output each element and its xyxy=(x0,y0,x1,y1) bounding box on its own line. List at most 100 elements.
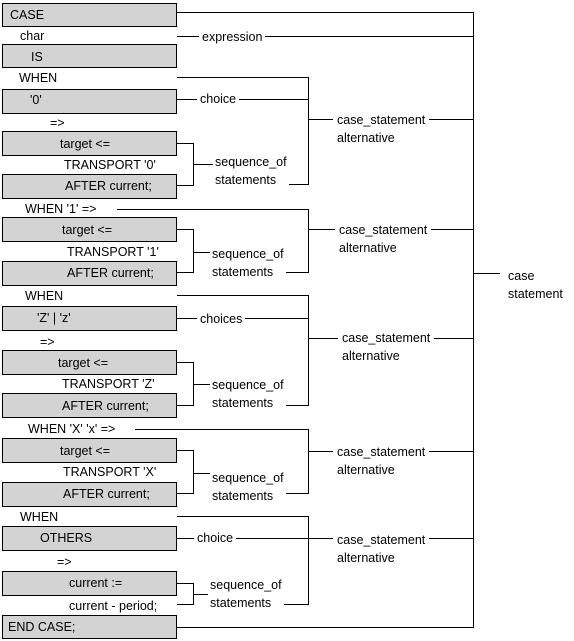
after-current-1-text: AFTER current; xyxy=(65,179,152,193)
case-statement-alternative-label-3: case_statement alternative xyxy=(338,329,435,365)
seq5-bottom-tick xyxy=(177,604,194,605)
alt3-bottom-line xyxy=(266,405,309,406)
alt1-line1: case_statement xyxy=(337,113,426,127)
seq1-line1: sequence_of xyxy=(215,155,287,169)
seq3-line2: statements xyxy=(212,396,274,410)
case-keyword-box xyxy=(2,3,177,27)
seq4-line1: sequence_of xyxy=(212,471,284,485)
after-current-3-box xyxy=(2,393,177,418)
seq4-bracket-line xyxy=(193,450,194,494)
seq3-line1: sequence_of xyxy=(212,378,284,392)
when-keyword-3: WHEN xyxy=(25,289,64,303)
alt1-line2: alternative xyxy=(337,131,395,145)
sequence-of-statements-label-1: sequence_of statements xyxy=(213,153,289,189)
case-statement-alternative-label-1: case_statement alternative xyxy=(333,111,430,147)
transport-2-text: TRANSPORT '1' xyxy=(67,245,159,259)
seq1-label-line xyxy=(193,164,213,165)
alt5-top-line xyxy=(177,516,309,517)
target-assign-2-text: target <= xyxy=(62,223,113,237)
seq3-top-tick xyxy=(177,362,194,363)
alt2-bracket-line xyxy=(308,209,309,273)
is-keyword-box xyxy=(2,44,177,68)
arrow-3: => xyxy=(40,335,55,349)
case-statement-label-line xyxy=(473,273,500,274)
is-keyword: IS xyxy=(31,50,43,64)
after-current-4-box xyxy=(2,482,177,507)
end-case-text: END CASE; xyxy=(8,620,76,634)
choice-0-box xyxy=(2,89,177,114)
arrow-5: => xyxy=(57,555,72,569)
alt4-line1: case_statement xyxy=(337,445,426,459)
after-current-2-box xyxy=(2,261,177,286)
case-statement-alternative-label-2: case_statement alternative xyxy=(335,221,432,257)
seq5-line1: sequence_of xyxy=(210,578,282,592)
alt4-top-line xyxy=(135,429,309,430)
arrow-1: => xyxy=(50,116,65,130)
seq4-line2: statements xyxy=(212,489,274,503)
alt3-bracket-line xyxy=(308,295,309,406)
choice-0-text: '0' xyxy=(30,93,42,107)
others-text: OTHERS xyxy=(40,531,93,545)
target-assign-4-box xyxy=(2,438,177,463)
seq5-top-tick xyxy=(177,583,194,584)
seq2-bottom-tick xyxy=(177,272,194,273)
alt3-line2: alternative xyxy=(342,349,400,363)
case-keyword: CASE xyxy=(10,8,45,22)
case-statement-bracket-line xyxy=(473,12,474,628)
seq5-line2: statements xyxy=(210,596,272,610)
case-statement-line1: case xyxy=(508,269,535,283)
seq2-bracket-line xyxy=(193,229,194,273)
alt2-line2: alternative xyxy=(339,241,397,255)
case-statement-alternative-label-4: case_statement alternative xyxy=(333,443,430,479)
seq2-top-tick xyxy=(177,229,194,230)
seq4-bottom-tick xyxy=(177,493,194,494)
sequence-of-statements-label-4: sequence_of statements xyxy=(210,469,286,505)
alt2-top-line xyxy=(117,209,309,210)
sequence-of-statements-label-5: sequence_of statements xyxy=(208,576,284,612)
when-x-line: WHEN 'X' 'x' => xyxy=(28,422,116,436)
current-assign-box xyxy=(2,571,177,596)
alt2-bottom-line xyxy=(266,272,309,273)
target-assign-2-box xyxy=(2,217,177,242)
seq5-label-line xyxy=(193,594,209,595)
end-case-box xyxy=(2,615,177,639)
alt1-choice-line xyxy=(177,99,309,100)
choices-label: choices xyxy=(197,310,246,328)
seq2-line1: sequence_of xyxy=(212,247,284,261)
case-statement-bottom-line xyxy=(177,627,474,628)
when-keyword-1: WHEN xyxy=(19,71,58,85)
when-1-line: WHEN '1' => xyxy=(25,202,97,216)
alt4-bottom-line xyxy=(266,493,309,494)
alt1-top-line xyxy=(177,77,309,78)
seq1-line2: statements xyxy=(215,173,277,187)
target-assign-4-text: target <= xyxy=(60,444,111,458)
after-current-1-box xyxy=(2,174,177,199)
alt5-bottom-line xyxy=(266,604,309,605)
seq2-line2: statements xyxy=(212,265,274,279)
when-keyword-5: WHEN xyxy=(20,510,59,524)
alt5-choice-line xyxy=(177,538,309,539)
case-statement-line2: statement xyxy=(508,287,563,301)
alt5-line2: alternative xyxy=(337,551,395,565)
seq2-label-line xyxy=(193,252,213,253)
sequence-of-statements-label-2: sequence_of statements xyxy=(210,245,286,281)
target-assign-3-box xyxy=(2,350,177,375)
seq1-bottom-tick xyxy=(177,185,194,186)
alt4-line2: alternative xyxy=(337,463,395,477)
alt3-top-line xyxy=(177,295,309,296)
case-statement-label: case statement xyxy=(506,267,565,303)
current-assign-text: current := xyxy=(69,576,123,590)
transport-4-text: TRANSPORT 'X' xyxy=(63,465,157,479)
after-current-3-text: AFTER current; xyxy=(62,399,149,413)
target-assign-1-box xyxy=(2,131,177,156)
selector-char: char xyxy=(20,29,45,43)
transport-1-text: TRANSPORT '0' xyxy=(64,158,156,172)
seq4-label-line xyxy=(193,473,213,474)
after-current-2-text: AFTER current; xyxy=(67,266,154,280)
seq1-top-tick xyxy=(177,143,194,144)
target-assign-3-text: target <= xyxy=(58,356,109,370)
others-box xyxy=(2,526,177,551)
sequence-of-statements-label-3: sequence_of statements xyxy=(210,376,286,412)
case-statement-alternative-label-5: case_statement alternative xyxy=(333,531,430,567)
transport-3-text: TRANSPORT 'Z' xyxy=(62,377,155,391)
